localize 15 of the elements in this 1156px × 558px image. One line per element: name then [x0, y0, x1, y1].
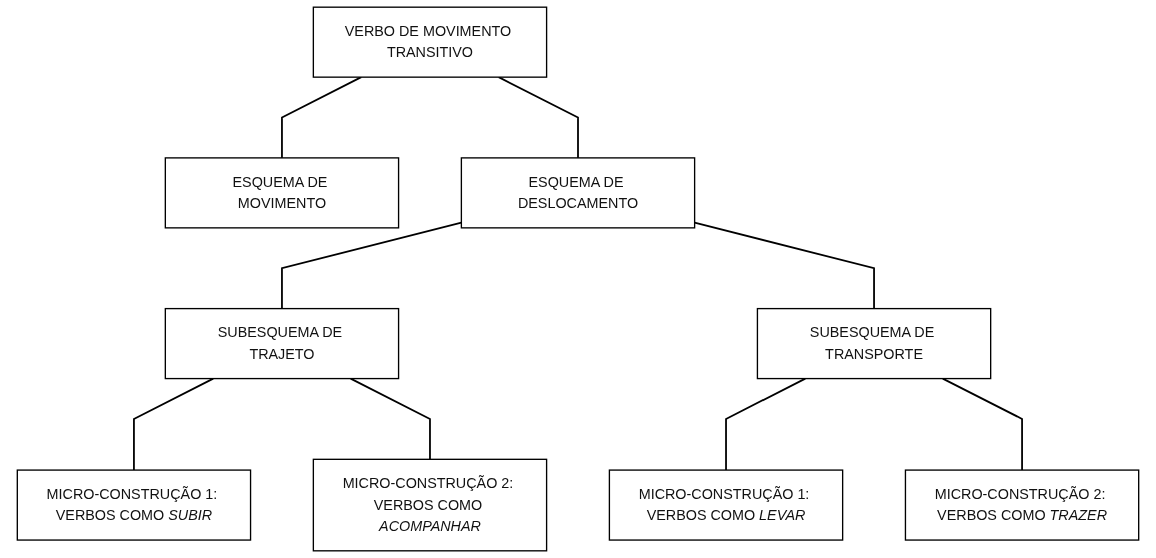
- connector: [725, 377, 807, 471]
- node-box: MICRO-CONSTRUÇÃO 1: VERBOS COMO SUBIR: [16, 469, 252, 541]
- node-box: VERBO DE MOVIMENTO TRANSITIVO: [312, 6, 548, 78]
- node-box: MICRO-CONSTRUÇÃO 1: VERBOS COMO LEVAR: [608, 469, 844, 541]
- node-box: MICRO-CONSTRUÇÃO 2: VERBOS COMO TRAZER: [904, 469, 1140, 541]
- connector: [133, 377, 215, 471]
- node-box: SUBESQUEMA DE TRAJETO: [164, 307, 400, 380]
- connector: [941, 377, 1023, 471]
- connector: [497, 76, 579, 159]
- node-box: SUBESQUEMA DE TRANSPORTE: [756, 307, 992, 380]
- node-box: ESQUEMA DE MOVIMENTO: [164, 157, 400, 229]
- node-box: MICRO-CONSTRUÇÃO 2: VERBOS COMO ACOMPANHAR: [312, 458, 548, 552]
- node-box: ESQUEMA DE DESLOCAMENTO: [460, 157, 696, 229]
- connector: [349, 377, 431, 461]
- connector: [281, 76, 363, 159]
